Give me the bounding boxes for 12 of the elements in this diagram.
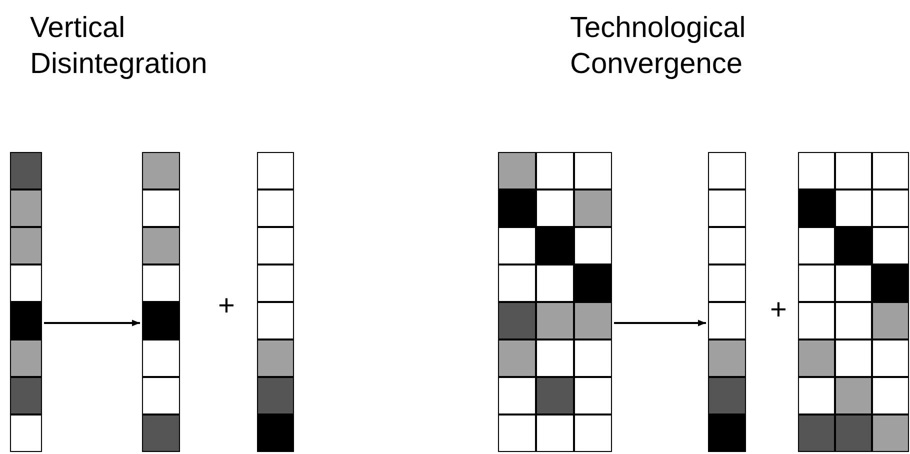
plus-sign: + (770, 293, 788, 328)
section-title: Technological Convergence (570, 11, 747, 82)
shaded-grid (498, 152, 612, 452)
arrow (614, 320, 706, 326)
plus-sign: + (218, 289, 236, 324)
shaded-grid (708, 152, 746, 452)
shaded-grid (257, 152, 294, 452)
shaded-grid (10, 152, 42, 452)
section-title: Vertical Disintegration (30, 11, 208, 82)
shaded-grid (142, 152, 180, 452)
arrow (44, 320, 140, 326)
shaded-grid (798, 152, 909, 452)
